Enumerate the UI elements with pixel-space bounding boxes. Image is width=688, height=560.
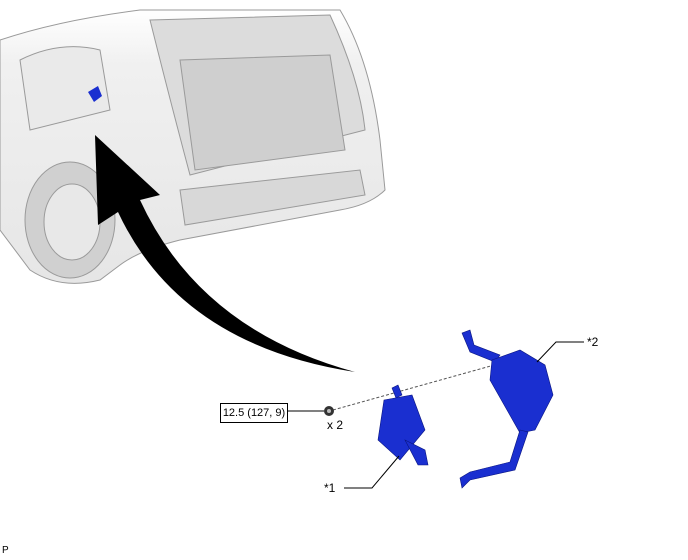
alignment-dashed-line [332, 361, 506, 411]
quantity-label: x 2 [327, 418, 344, 432]
direction-arrow [95, 135, 355, 372]
location-marker-part [88, 86, 102, 102]
nut-icon [324, 406, 334, 416]
part-2-bracket-module [459, 329, 554, 489]
callout-2-leader [536, 341, 584, 363]
callout-2-label: *2 [587, 335, 599, 349]
part-1-module [377, 384, 429, 466]
torque-spec-box: 12.5 (127, 9) [220, 403, 288, 423]
vehicle-illustration [0, 9, 386, 284]
footer-code: P [2, 545, 9, 556]
callout-1-leader [344, 455, 400, 489]
callout-1-label: *1 [324, 481, 336, 495]
